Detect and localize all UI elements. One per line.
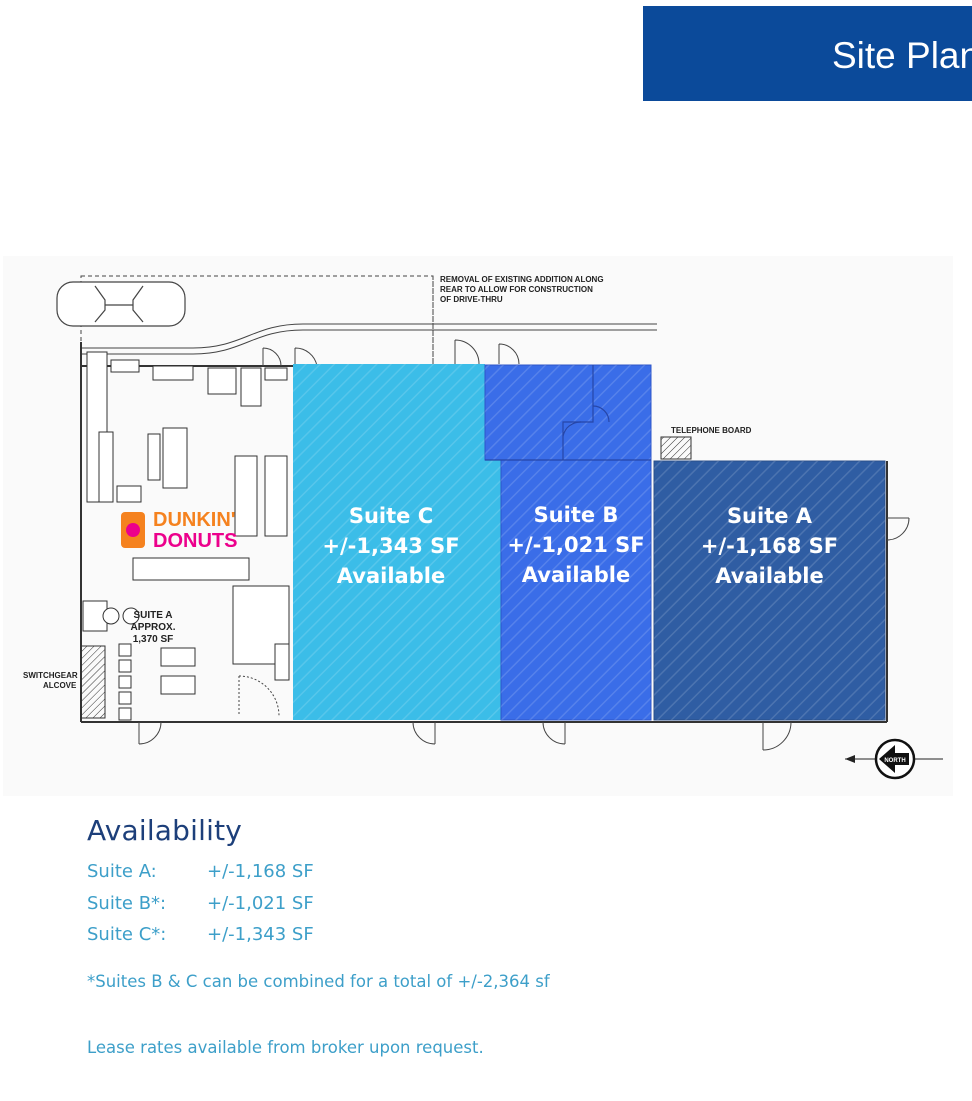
- suite-a-area-text: +/-1,168 SF: [700, 534, 839, 558]
- telephone-board-label: TELEPHONE BOARD: [671, 426, 752, 435]
- logo-text-donuts: DONUTS: [153, 530, 237, 552]
- suite-b-interior: [485, 365, 651, 461]
- dunkin-donuts-logo: DUNKIN' DONUTS: [121, 509, 237, 552]
- availability-label: Suite A:: [87, 861, 157, 882]
- suite-b-status: Available: [521, 563, 631, 587]
- suite-a-label: Suite A +/-1,168 SF Available: [654, 501, 885, 591]
- site-plan: DUNKIN' DONUTS REMOVAL OF EXISTING ADDIT…: [3, 256, 953, 796]
- switchgear-label-1: SWITCHGEAR: [23, 671, 78, 680]
- header-banner: Site Plan: [643, 6, 972, 101]
- suite-c-name: Suite C: [348, 504, 434, 528]
- floor-plan-drawing: DUNKIN' DONUTS REMOVAL OF EXISTING ADDIT…: [23, 275, 943, 780]
- suite-c-area-text: +/-1,343 SF: [322, 534, 460, 558]
- availability-heading: Availability: [87, 814, 243, 847]
- suite-c-label: Suite C +/-1,343 SF Available: [293, 501, 489, 591]
- removal-note-2: REAR TO ALLOW FOR CONSTRUCTION: [440, 285, 593, 294]
- lease-rates-note: Lease rates available from broker upon r…: [87, 1038, 484, 1057]
- removal-note-1: REMOVAL OF EXISTING ADDITION ALONG: [440, 275, 604, 284]
- car-icon: [56, 281, 186, 327]
- combination-footnote: *Suites B & C can be combined for a tota…: [87, 972, 550, 991]
- door-swings: [138, 339, 910, 751]
- suite-b-area-text: +/-1,021 SF: [507, 533, 645, 557]
- availability-label: Suite B*:: [87, 893, 167, 914]
- seating: [102, 607, 196, 721]
- page-title: Site Plan: [832, 35, 972, 76]
- telephone-board: [660, 436, 692, 460]
- existing-suite-label-3: 1,370 SF: [133, 634, 174, 645]
- existing-suite-label-2: APPROX.: [130, 622, 175, 633]
- switchgear-alcove: [80, 645, 106, 719]
- suite-a-name: Suite A: [726, 504, 813, 528]
- availability-label: Suite C*:: [87, 924, 167, 945]
- availability-value: +/-1,168 SF: [207, 861, 314, 882]
- existing-suite-label-1: SUITE A: [133, 610, 172, 621]
- north-label: NORTH: [884, 758, 905, 764]
- kitchen-equipment: [82, 351, 290, 681]
- availability-value: +/-1,343 SF: [207, 924, 314, 945]
- switchgear-label-2: ALCOVE: [43, 681, 77, 690]
- logo-text-dunkin: DUNKIN': [153, 509, 236, 531]
- availability-value: +/-1,021 SF: [207, 893, 314, 914]
- removal-note-3: OF DRIVE-THRU: [440, 295, 503, 304]
- suite-a-status: Available: [715, 564, 824, 588]
- north-arrow-icon: NORTH: [845, 738, 943, 780]
- suite-b-label: Suite B +/-1,021 SF Available: [501, 500, 651, 590]
- suite-b-name: Suite B: [533, 503, 619, 527]
- suite-c-status: Available: [336, 564, 446, 588]
